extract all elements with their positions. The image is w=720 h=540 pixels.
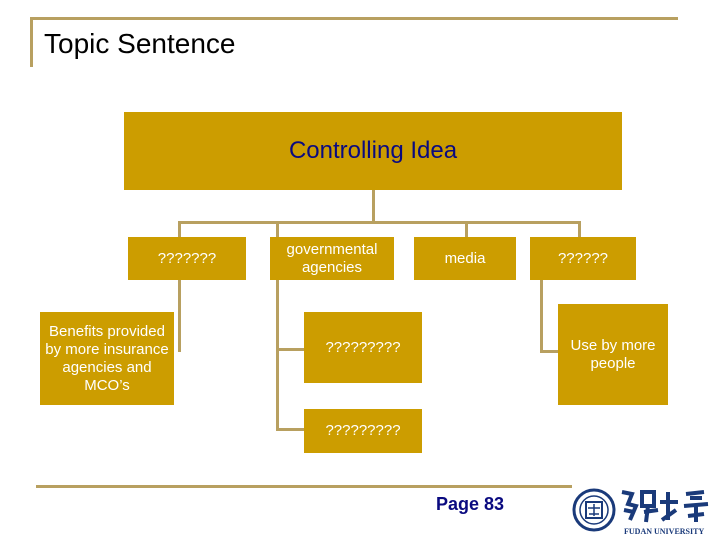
connector-l1-col4 <box>578 221 581 237</box>
child-node-col2-1: ????????? <box>304 312 422 383</box>
child-node-col2-2: ????????? <box>304 409 422 453</box>
child-node-use-by-more-people: Use by more people <box>558 304 668 405</box>
level1-node-1: ??????? <box>128 237 246 280</box>
level1-node-4: ?????? <box>530 237 636 280</box>
connector-horizontal <box>178 221 580 224</box>
left-rule <box>30 17 33 67</box>
top-rule <box>30 17 678 20</box>
level1-node-2-governmental-agencies: governmental agencies <box>270 237 394 280</box>
level1-node-3-media: media <box>414 237 516 280</box>
connector-root-down <box>372 190 375 222</box>
fudan-university-logo: FUDAN UNIVERSITY <box>572 488 709 536</box>
connector-col1-down <box>178 280 181 352</box>
slide-title: Topic Sentence <box>44 28 236 59</box>
connector-col4-child1 <box>540 350 560 353</box>
connector-col2-down <box>276 280 279 430</box>
connector-l1-col3 <box>465 221 468 237</box>
logo-text: FUDAN UNIVERSITY <box>624 527 704 536</box>
connector-l1-col1 <box>178 221 181 237</box>
page-number: Page 83 <box>436 494 505 514</box>
connector-l1-col2 <box>276 221 279 237</box>
connector-col4-down <box>540 280 543 352</box>
bottom-rule <box>36 485 572 488</box>
connector-col2-child2 <box>276 428 304 431</box>
connector-col2-child1 <box>276 348 304 351</box>
child-node-benefits: Benefits provided by more insurance agen… <box>40 312 174 405</box>
root-node-controlling-idea: Controlling Idea <box>124 112 622 190</box>
